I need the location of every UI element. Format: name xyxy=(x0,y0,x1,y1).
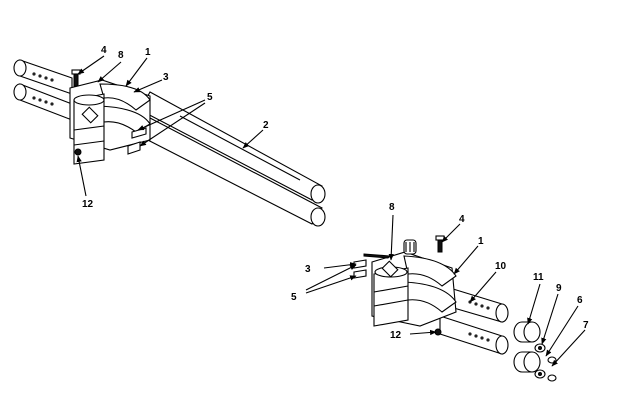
callout-upper-1: 1 xyxy=(145,47,151,58)
callout-lower-6: 6 xyxy=(577,295,583,306)
lower-collars xyxy=(513,321,557,382)
callout-upper-2: 2 xyxy=(263,120,269,131)
callout-lower-8: 8 xyxy=(389,202,395,213)
callout-upper-4: 4 xyxy=(101,45,107,56)
callout-lower-11: 11 xyxy=(533,272,544,283)
callout-lower-3: 3 xyxy=(305,264,311,275)
callout-lower-10: 10 xyxy=(495,261,507,272)
lower-tubes xyxy=(439,284,509,355)
callout-upper-8: 8 xyxy=(118,50,124,61)
upper-leaders xyxy=(76,55,264,197)
callout-lower-7: 7 xyxy=(583,320,589,331)
callout-upper-5: 5 xyxy=(207,92,213,103)
upper-short-tubes xyxy=(13,59,73,121)
callout-upper-12: 12 xyxy=(82,199,94,210)
upper-clamp-body xyxy=(69,79,151,165)
callout-upper-3: 3 xyxy=(163,72,169,83)
lower-leaders xyxy=(305,214,586,367)
callout-lower-1: 1 xyxy=(478,236,484,247)
lower-clamp-body xyxy=(371,239,457,327)
lower-screws xyxy=(353,235,445,336)
callout-lower-4: 4 xyxy=(459,214,465,225)
upper-tube-pair xyxy=(139,91,326,227)
upper-screws xyxy=(71,69,147,156)
upper-assembly: 4 8 1 3 5 2 12 xyxy=(13,45,326,227)
lower-assembly: 8 4 1 3 10 5 11 9 6 7 12 xyxy=(291,202,589,382)
callout-lower-9: 9 xyxy=(556,283,562,294)
callout-lower-5: 5 xyxy=(291,292,297,303)
callout-lower-12: 12 xyxy=(390,330,402,341)
